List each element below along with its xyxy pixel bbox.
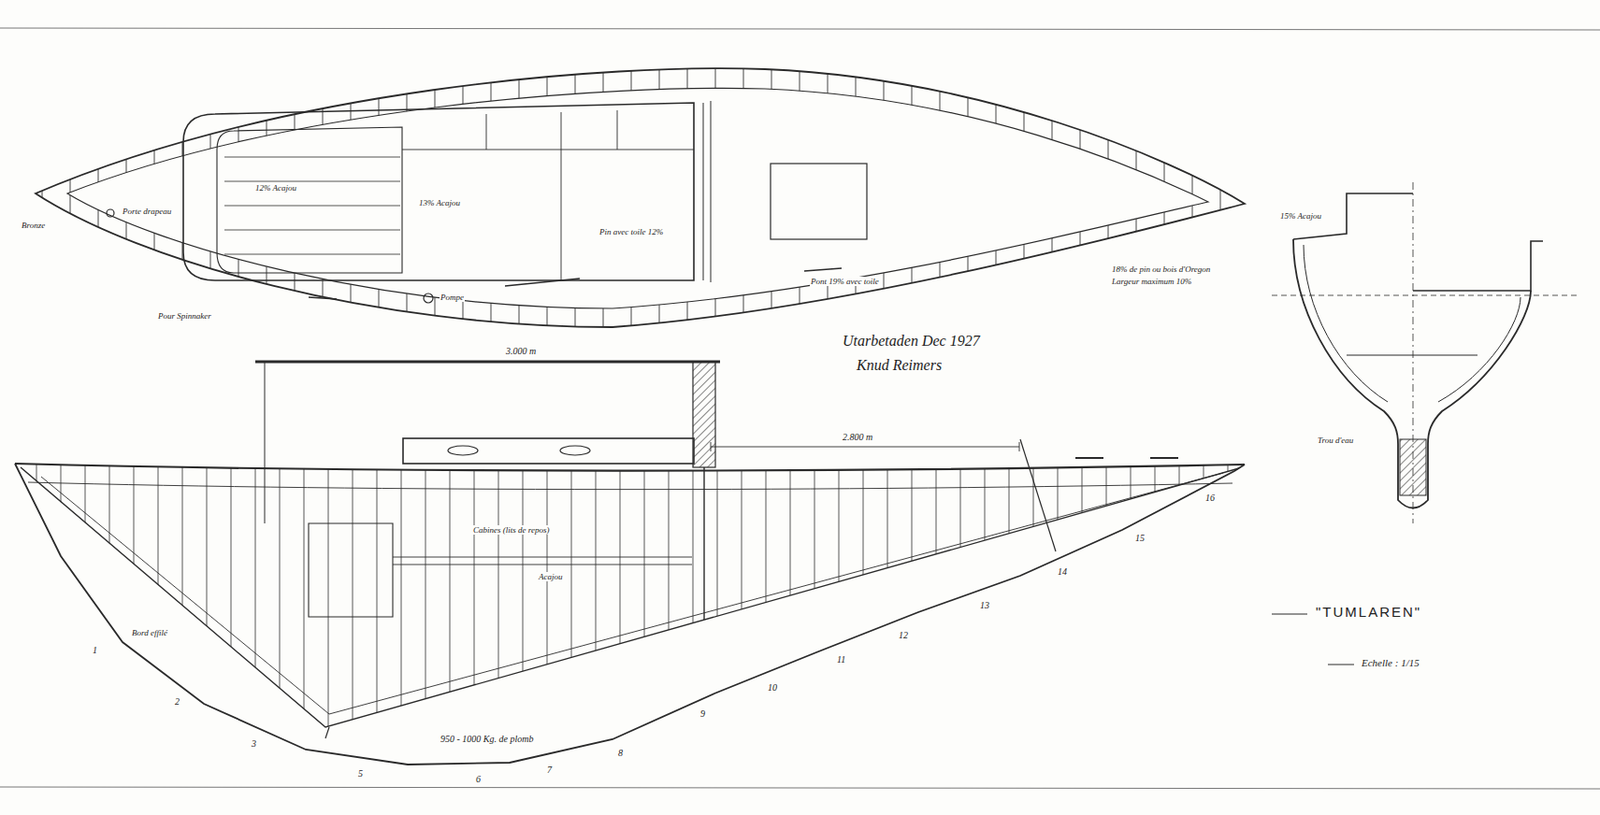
station-number: 3 (250, 738, 258, 750)
deck-plan (35, 68, 1245, 328)
annotation: Pin avec toile 12% (598, 227, 664, 237)
deck-fittings (308, 268, 842, 300)
deck-section (1412, 241, 1543, 291)
annotation: 950 - 1000 Kg. de plomb (439, 734, 534, 746)
annotation: 12% Acajou (254, 183, 298, 193)
station-number: 15 (1134, 533, 1146, 545)
ballast-joint (325, 727, 330, 739)
annotation: 13% Acajou (418, 198, 462, 208)
flag-socket (106, 209, 115, 217)
scale-note: Echelle : 1/15 (1360, 657, 1421, 670)
station-number: 10 (766, 682, 779, 694)
station-number: 14 (1056, 566, 1068, 578)
station-number: 5 (357, 768, 364, 780)
mast (692, 361, 716, 468)
station-number: 11 (836, 654, 847, 666)
profile (14, 361, 1245, 765)
annotation: Trou d'eau (1316, 435, 1355, 446)
station-number: 8 (617, 748, 624, 760)
sheet-line (264, 361, 266, 524)
waterline (1271, 295, 1581, 297)
annotation: 18% de pin ou bois d'Oregon (1110, 264, 1211, 274)
porthole (560, 446, 591, 456)
drawing-title: "TUMLAREN" (1313, 604, 1424, 620)
annotation: Porte drapeau (121, 206, 173, 217)
section-outline (1293, 239, 1531, 509)
sheer-line (14, 463, 1245, 472)
sheet-edge (0, 28, 1600, 30)
planking (1438, 297, 1521, 403)
berths (392, 557, 692, 565)
floorboards (224, 157, 401, 255)
station-number: 1 (91, 645, 99, 657)
dimension: 3.000 m (504, 345, 537, 358)
sheet-edge (0, 787, 1600, 790)
deck-edge (67, 87, 1209, 309)
cockpit-outline (216, 127, 403, 274)
station-number: 16 (1204, 492, 1216, 505)
station-number: 6 (475, 774, 482, 786)
annotation: Cabines (lits de repos) (472, 525, 550, 535)
station-number: 13 (979, 600, 991, 612)
annotation: 15% Acajou (1279, 211, 1323, 221)
deck-cleat (1075, 457, 1179, 460)
clamp (28, 482, 1233, 491)
dimension-line (710, 446, 1020, 448)
stay (1020, 439, 1056, 552)
canoe-body (20, 467, 1240, 728)
signature: Utarbetaden Dec 1927 (841, 332, 981, 350)
signature: Knud Reimers (855, 357, 943, 375)
annotation: Acajou (537, 572, 564, 582)
aft-hatch (770, 163, 867, 240)
annotation: Largeur maximum 10% (1110, 276, 1193, 287)
keel-outline (14, 463, 1245, 765)
annotation: Bord effilé (130, 628, 169, 638)
cabin-top (403, 438, 694, 464)
frames (14, 463, 1245, 728)
planking (1303, 245, 1388, 403)
annotation: Pour Spinnaker (157, 311, 213, 321)
station-number: 2 (173, 696, 181, 708)
title-rule (1271, 614, 1308, 616)
ballast (1399, 439, 1427, 496)
scale-rule (1327, 664, 1355, 666)
keelson (41, 473, 1224, 715)
cabin-outline (183, 102, 694, 281)
station-number: 12 (897, 630, 909, 642)
cabin-sole (1346, 354, 1478, 356)
bulkhead (703, 100, 711, 283)
mast-heel (703, 467, 705, 620)
porthole (447, 446, 478, 456)
midship-section (1271, 182, 1581, 524)
boom (255, 360, 721, 364)
pump (423, 293, 433, 303)
hull-outline (35, 68, 1245, 328)
annotation: Pont 19% avec toile (809, 276, 880, 287)
cabin-joinery (402, 110, 694, 281)
engine (308, 523, 393, 618)
station-number: 9 (699, 708, 707, 721)
station-number: 7 (546, 764, 553, 777)
annotation: Bronze (20, 220, 46, 231)
dimension-tick (710, 442, 1020, 452)
dimension: 2.800 m (841, 432, 874, 444)
annotation: Pompe (439, 292, 465, 303)
